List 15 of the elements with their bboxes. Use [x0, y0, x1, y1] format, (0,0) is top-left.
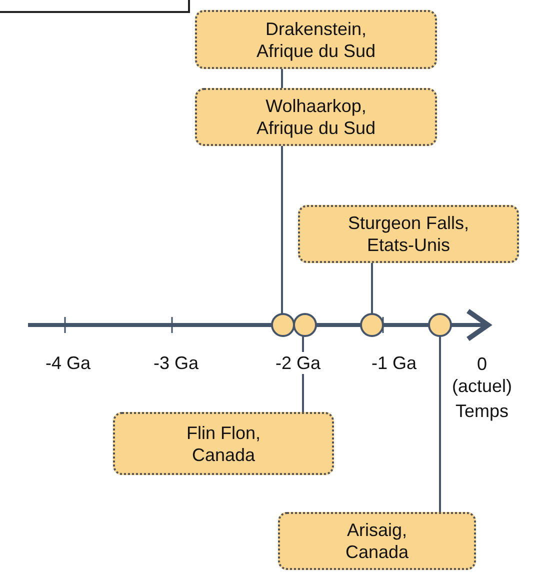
leader-line [281, 146, 283, 314]
place-box: Wolhaarkop, Afrique du Sud [195, 88, 437, 146]
event-marker [271, 313, 295, 337]
event-marker [428, 313, 452, 337]
leader-line [281, 69, 283, 88]
event-marker [293, 313, 317, 337]
event-marker [360, 313, 384, 337]
leader-line [439, 336, 441, 512]
empty-box [0, 0, 190, 13]
place-box: Sturgeon Falls, Etats-Unis [298, 205, 519, 263]
leader-line [371, 263, 373, 314]
tick-label: -2 Ga [275, 352, 321, 374]
place-box: Drakenstein, Afrique du Sud [195, 10, 437, 69]
place-box: Arisaig, Canada [278, 512, 476, 570]
place-box: Flin Flon, Canada [113, 412, 334, 475]
